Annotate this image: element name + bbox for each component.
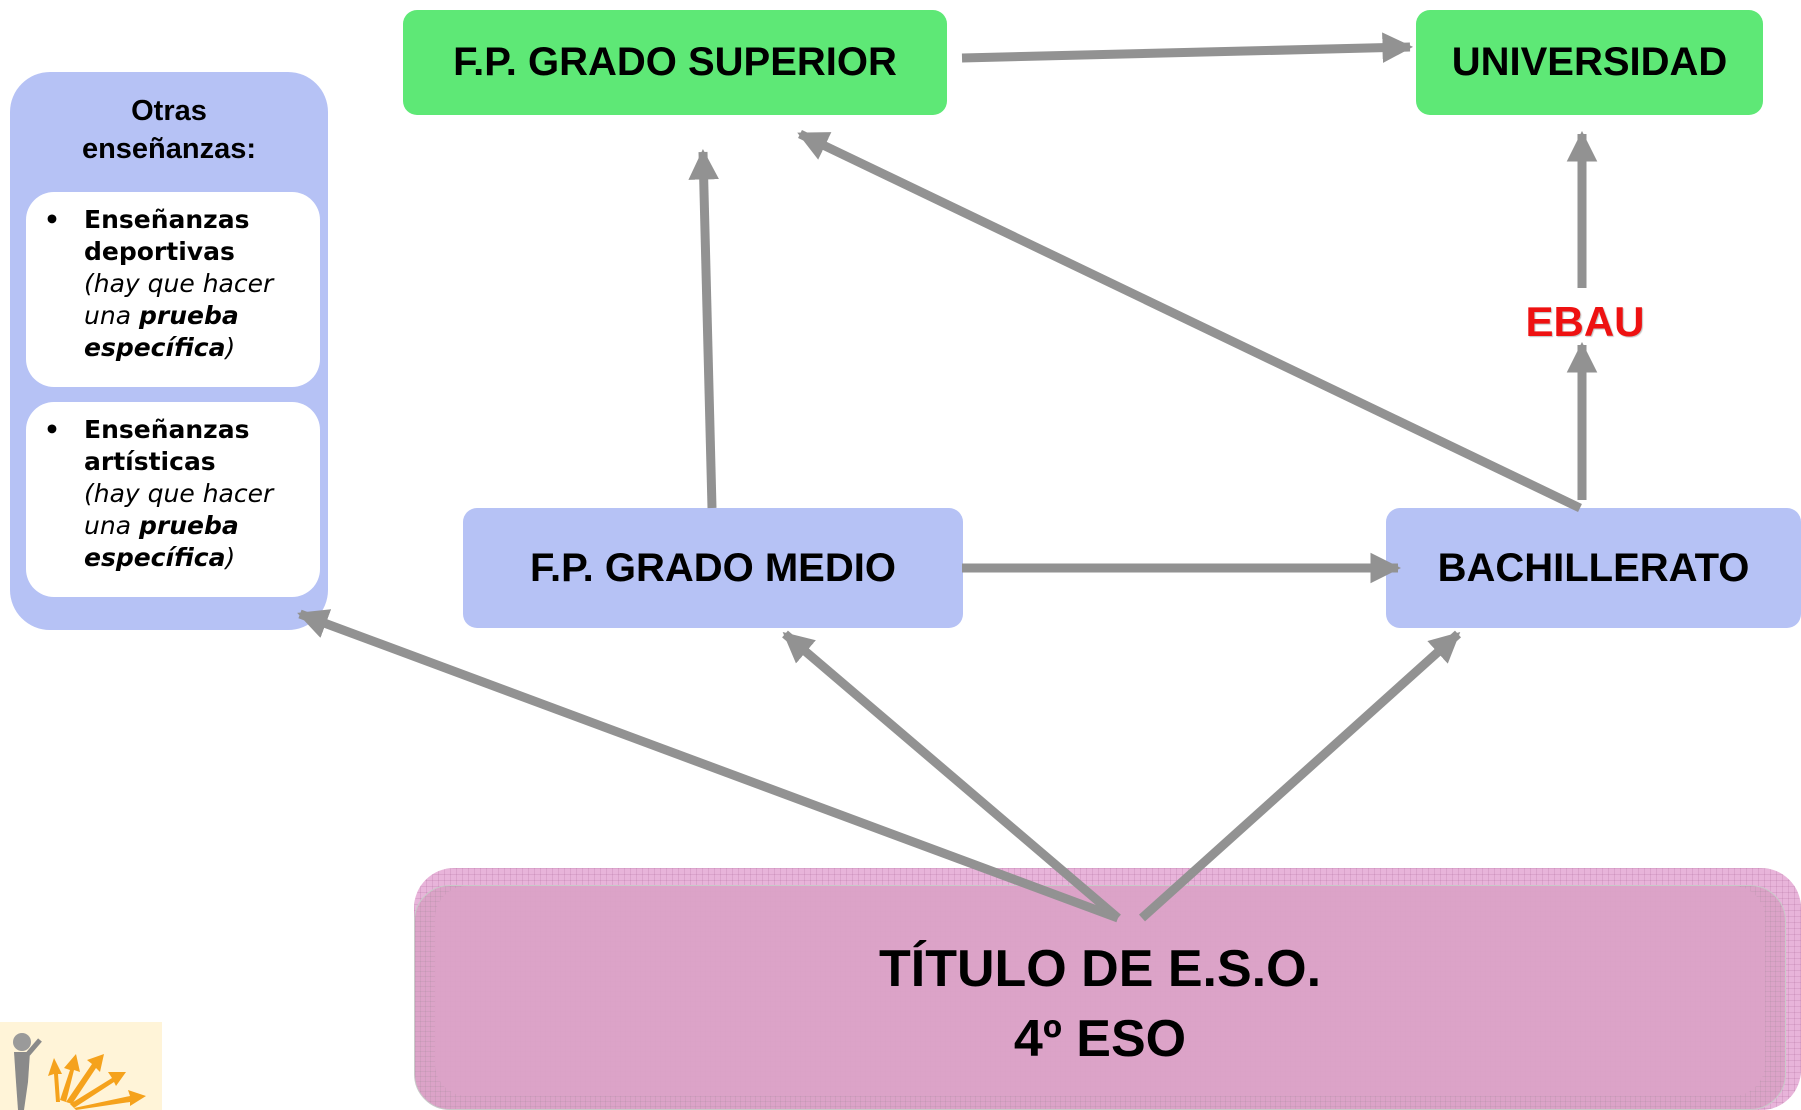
card-ensenanzas-artisticas: • Enseñanzas artísticas (hay que hacer u… [26, 402, 320, 597]
orange-arrows [48, 1054, 146, 1110]
item-note-open: (hay que hacer una [84, 269, 274, 330]
item-note-bold: prueba específica [84, 301, 239, 362]
person-figure [13, 1033, 42, 1110]
node-universidad: UNIVERSIDAD [1416, 10, 1763, 115]
bullet: • [44, 415, 60, 444]
titulo-eso-line2: 4º ESO [1013, 1010, 1187, 1068]
item-note: (hay que hacer una prueba específica) [84, 479, 273, 572]
item-note-bold: prueba específica [84, 511, 239, 572]
item-name-line1: Enseñanzas [84, 415, 250, 444]
node-titulo-eso: TÍTULO DE E.S.O. 4º ESO [414, 885, 1786, 1110]
arrow-eso-to-otras [297, 609, 1120, 923]
arrow-eso-to-fp-medio [782, 630, 1121, 922]
arrow-bachillerato-to-fp-superior [797, 129, 1582, 513]
node-fp-grado-superior: F.P. GRADO SUPERIOR [403, 10, 947, 115]
otras-title-line1: Otras [131, 95, 207, 127]
card-ensenanzas-deportivas: • Enseñanzas deportivas (hay que hacer u… [26, 192, 320, 387]
item-name-line2: deportivas [84, 237, 235, 266]
titulo-eso-inner [435, 886, 1765, 1096]
titulo-eso-text: TÍTULO DE E.S.O. 4º ESO [415, 934, 1785, 1074]
otras-ensenanzas-title: Otras enseñanzas: [10, 92, 328, 168]
arrow-eso-to-bachillerato [1138, 630, 1462, 922]
item-name-line2: artísticas [84, 447, 216, 476]
node-bachillerato: BACHILLERATO [1386, 508, 1801, 628]
titulo-eso-line1: TÍTULO DE E.S.O. [878, 940, 1322, 998]
node-fp-grado-medio: F.P. GRADO MEDIO [463, 508, 963, 628]
item-note-open: (hay que hacer una [84, 479, 274, 540]
arrow-fp-medio-to-fp-superior [688, 148, 719, 509]
bullet: • [44, 205, 60, 234]
arrow-fp-superior-to-universidad [961, 32, 1414, 63]
otras-ensenanzas-panel: Otras enseñanzas: • Enseñanzas deportiva… [10, 72, 328, 630]
person-with-arrows-logo [0, 1022, 162, 1110]
item-note: (hay que hacer una prueba específica) [84, 269, 273, 362]
otras-title-line2: enseñanzas: [81, 133, 257, 165]
item-note-close: ) [225, 333, 236, 362]
item-name-line1: Enseñanzas [84, 205, 250, 234]
item-note-close: ) [225, 543, 236, 572]
node-ebau: EBAU [1525, 298, 1645, 345]
